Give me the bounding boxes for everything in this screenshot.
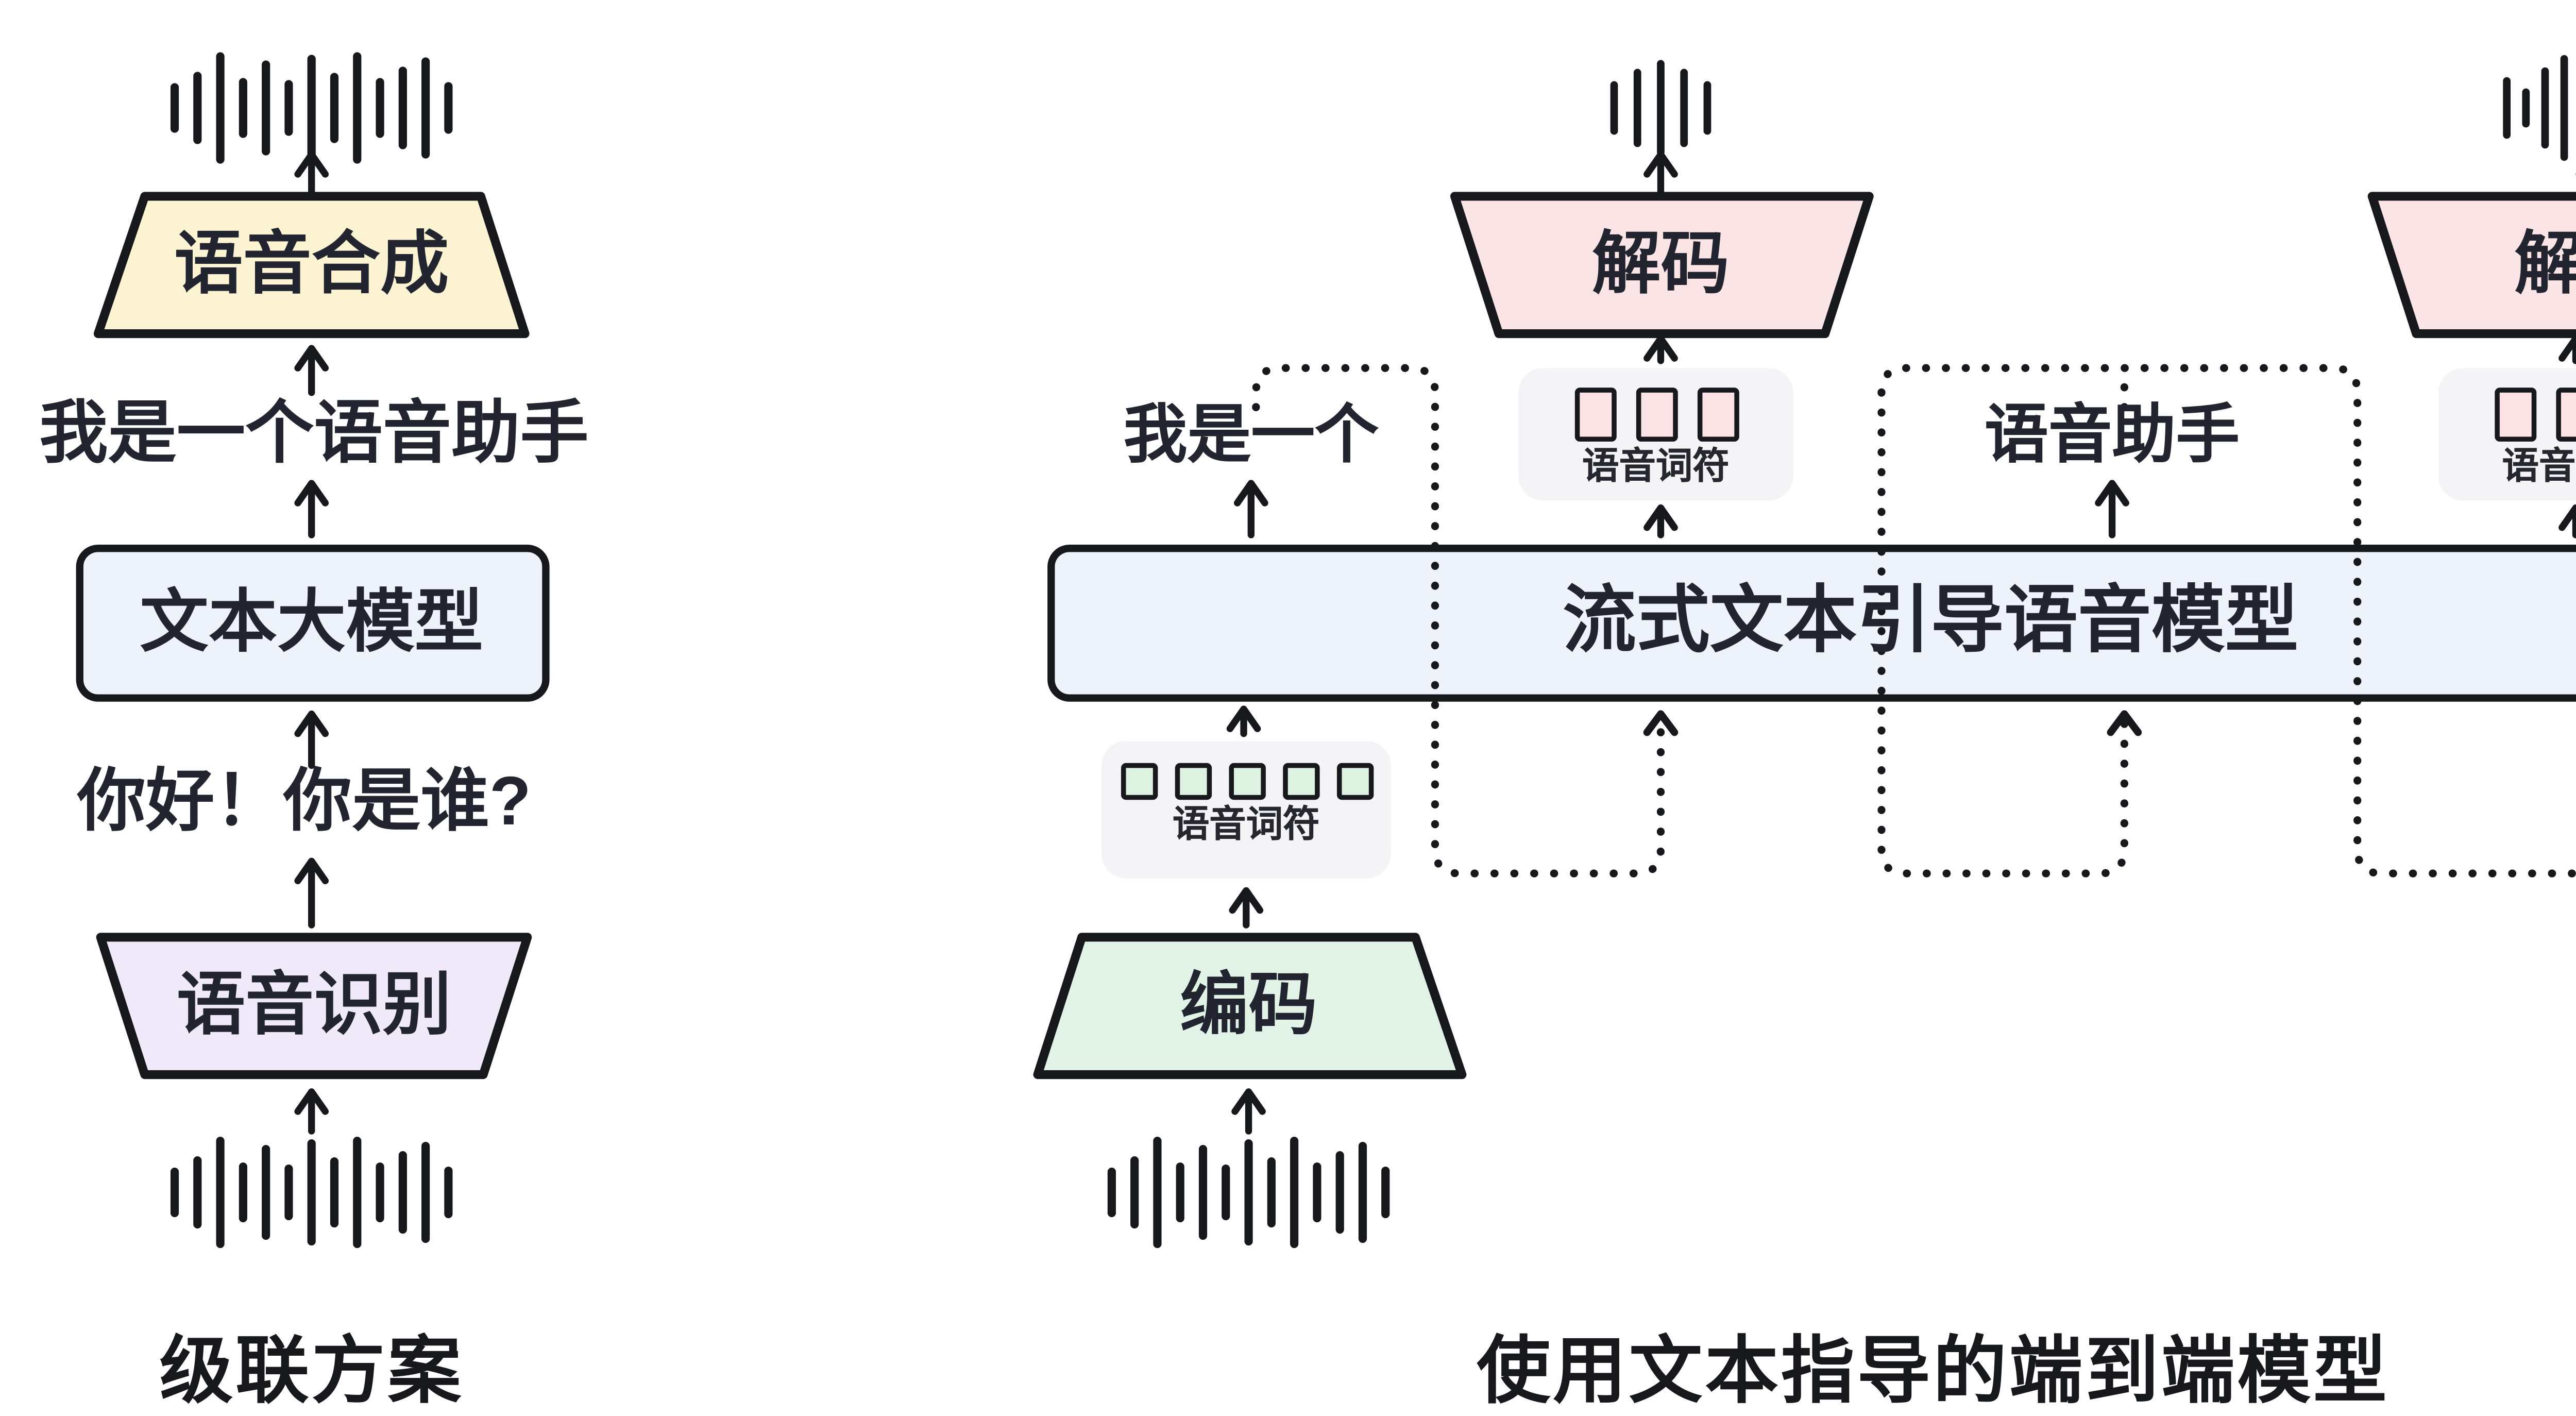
feedback-dotted-line bbox=[1877, 389, 2128, 878]
speech-token-squares bbox=[1564, 387, 1748, 442]
pink-token-square bbox=[1635, 387, 1677, 442]
cascade-caption: 级联方案 bbox=[159, 1332, 464, 1413]
tg-caption: 使用文本指导的端到端模型 bbox=[1477, 1332, 2389, 1413]
flow-arrow-up bbox=[1231, 1088, 1266, 1135]
feedback-arrowhead bbox=[1643, 710, 1679, 736]
flow-arrow-up bbox=[2558, 504, 2576, 538]
pink-token-square bbox=[1573, 387, 1616, 442]
cascade-query-text: 你好！你是谁? bbox=[77, 763, 532, 839]
streaming-text-guided-model-label: 流式文本引导语音模型 bbox=[1563, 581, 2299, 663]
feedback-arrowhead bbox=[2107, 710, 2142, 736]
decode-a-label: 解码 bbox=[1592, 226, 1730, 302]
tg-output-text-b: 语音助手 bbox=[1984, 397, 2240, 471]
speech-tokens-label: 语音词符 bbox=[1582, 446, 1730, 488]
speech-tokens-label: 语音词符 bbox=[2502, 446, 2576, 488]
speech-recognition-trapezoid bbox=[96, 933, 532, 1080]
speech-token-squares bbox=[1111, 763, 1381, 800]
green-token-square bbox=[1120, 763, 1157, 800]
flow-arrow-up bbox=[1643, 504, 1678, 538]
flow-arrow-up bbox=[1233, 480, 1268, 538]
speech-tokens-group-a: 语音词符 bbox=[1518, 368, 1793, 501]
decode-a-trapezoid bbox=[1450, 192, 1874, 339]
flow-arrow-up bbox=[294, 480, 329, 538]
flow-arrow-up bbox=[294, 151, 329, 195]
speech-synthesis-trapezoid bbox=[93, 192, 530, 339]
text-llm-box bbox=[76, 545, 550, 702]
speech-tokens-group-input-mid: 语音词符 bbox=[1101, 740, 1391, 879]
decode-b-label: 解码 bbox=[2514, 229, 2576, 299]
flow-arrow-up bbox=[1229, 887, 1264, 929]
speech-tokens-group-b: 语音词符 bbox=[2438, 368, 2576, 501]
encode-mid-label: 编码 bbox=[1180, 966, 1317, 1043]
green-token-square bbox=[1281, 763, 1319, 800]
flow-arrow-up bbox=[294, 345, 329, 396]
flow-arrow-up bbox=[1643, 151, 1678, 195]
encode-mid-trapezoid bbox=[1033, 933, 1467, 1080]
speech-recognition-label: 语音识别 bbox=[176, 966, 452, 1043]
flow-arrow-up bbox=[1643, 335, 1678, 364]
pink-token-square bbox=[2493, 387, 2535, 442]
green-token-square bbox=[1335, 763, 1373, 800]
flow-arrow-up bbox=[294, 1088, 329, 1135]
decode-b-trapezoid bbox=[2367, 192, 2576, 339]
flow-arrow-up bbox=[2095, 480, 2129, 538]
speech-tokens-label: 语音词符 bbox=[1172, 804, 1320, 847]
green-token-square bbox=[1228, 763, 1265, 800]
streaming-text-guided-model-box bbox=[1047, 545, 2576, 702]
speech-token-squares bbox=[2484, 387, 2576, 442]
flow-arrow-up bbox=[294, 857, 329, 929]
speech-synthesis-label: 语音合成 bbox=[174, 226, 449, 302]
flow-arrow-up bbox=[2558, 335, 2576, 364]
flow-arrow-up bbox=[1226, 705, 1261, 737]
flow-arrow-up bbox=[294, 710, 329, 769]
feedback-dotted-line bbox=[1252, 364, 1665, 878]
pink-token-square bbox=[2554, 387, 2576, 442]
text-llm-label: 文本大模型 bbox=[140, 584, 484, 660]
cascade-reply-text: 我是一个语音助手 bbox=[39, 395, 589, 471]
tg-output-text-a: 我是一个 bbox=[1123, 397, 1379, 471]
green-token-square bbox=[1174, 763, 1211, 800]
pink-token-square bbox=[1696, 387, 1738, 442]
